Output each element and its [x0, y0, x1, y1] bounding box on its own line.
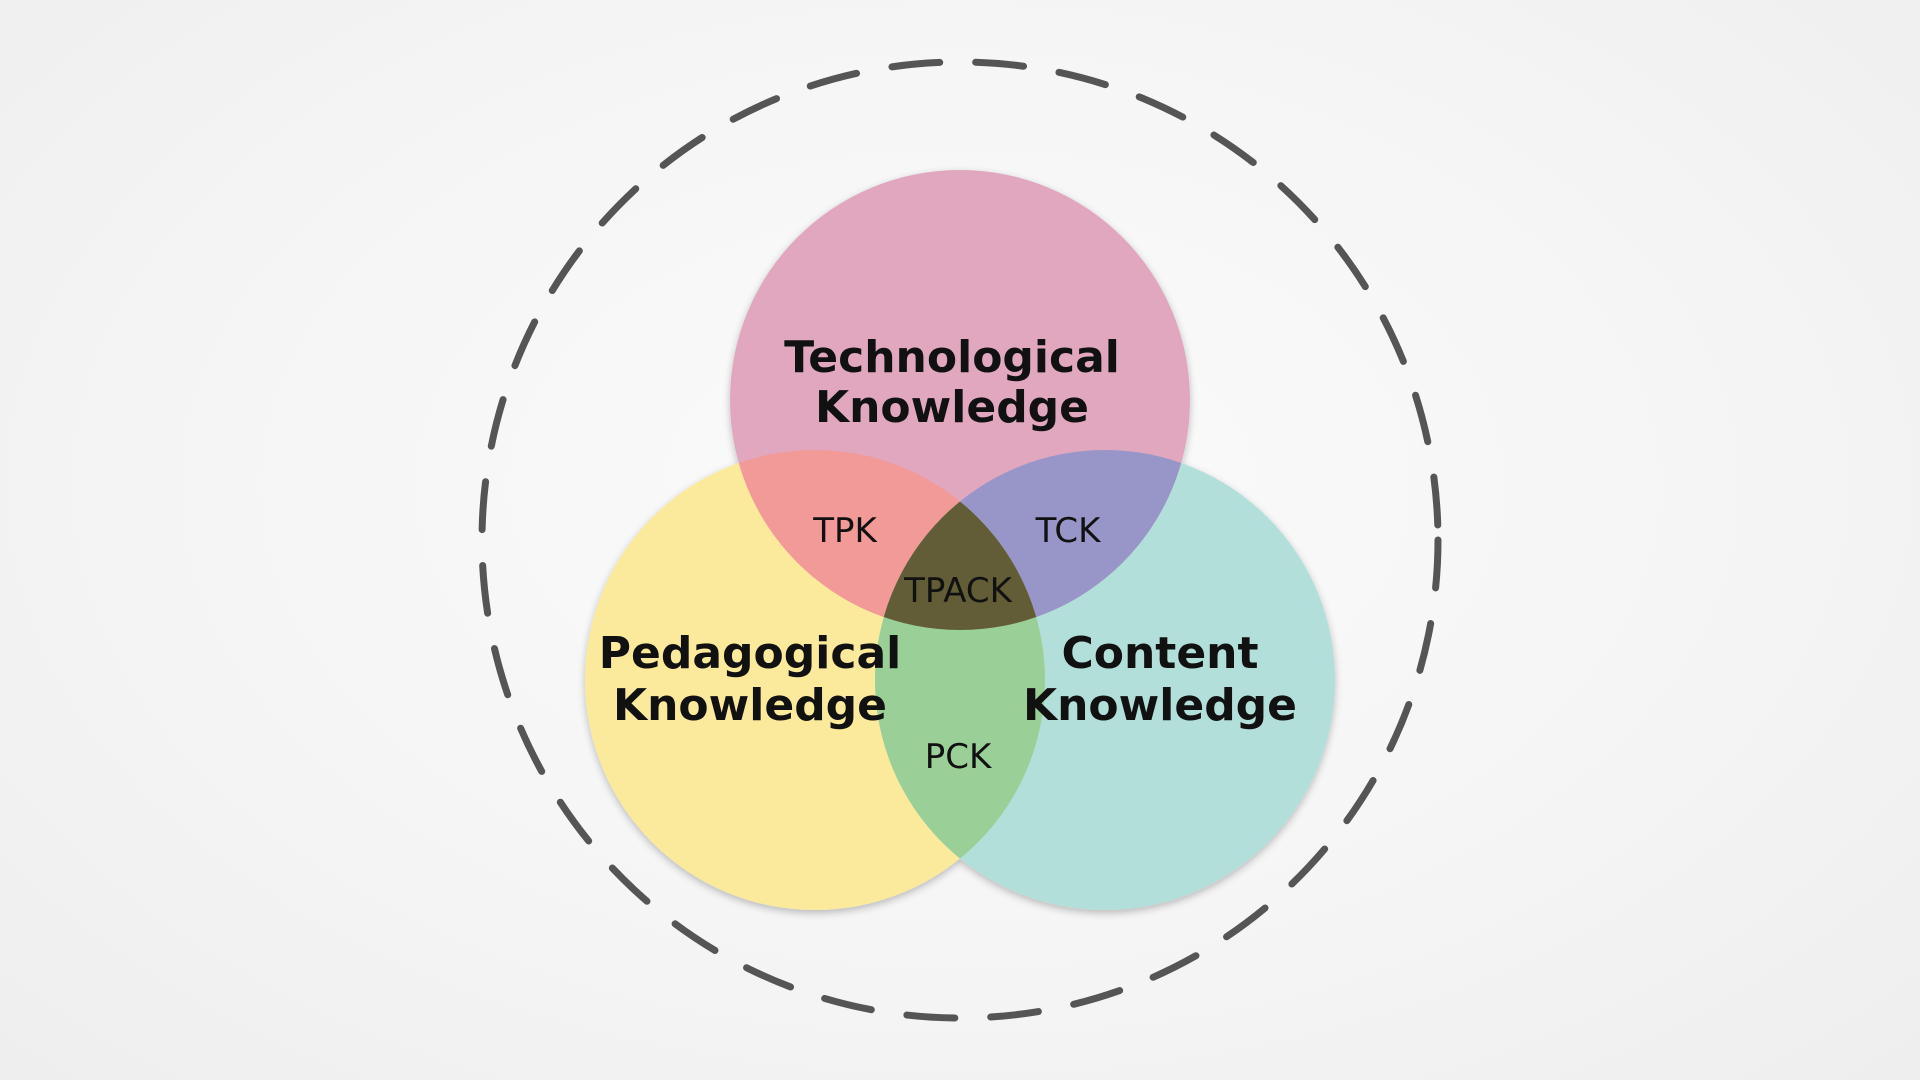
pedagogical-label-line1: Pedagogical [599, 628, 901, 679]
context-dashed-circle [478, 58, 1442, 1022]
tpack-overlap [875, 450, 1045, 630]
technological-label-line1: Technological [784, 332, 1120, 383]
content-label-line2: Knowledge [1023, 680, 1297, 731]
pck-label: PCK [925, 737, 993, 777]
pedagogical-label-line2: Knowledge [613, 680, 887, 731]
tpk-label: TPK [812, 511, 878, 551]
tck-label: TCK [1035, 511, 1103, 551]
technological-label-line2: Knowledge [815, 382, 1089, 433]
tpack-label: TPACK [903, 571, 1013, 611]
content-label-line1: Content [1061, 628, 1258, 679]
